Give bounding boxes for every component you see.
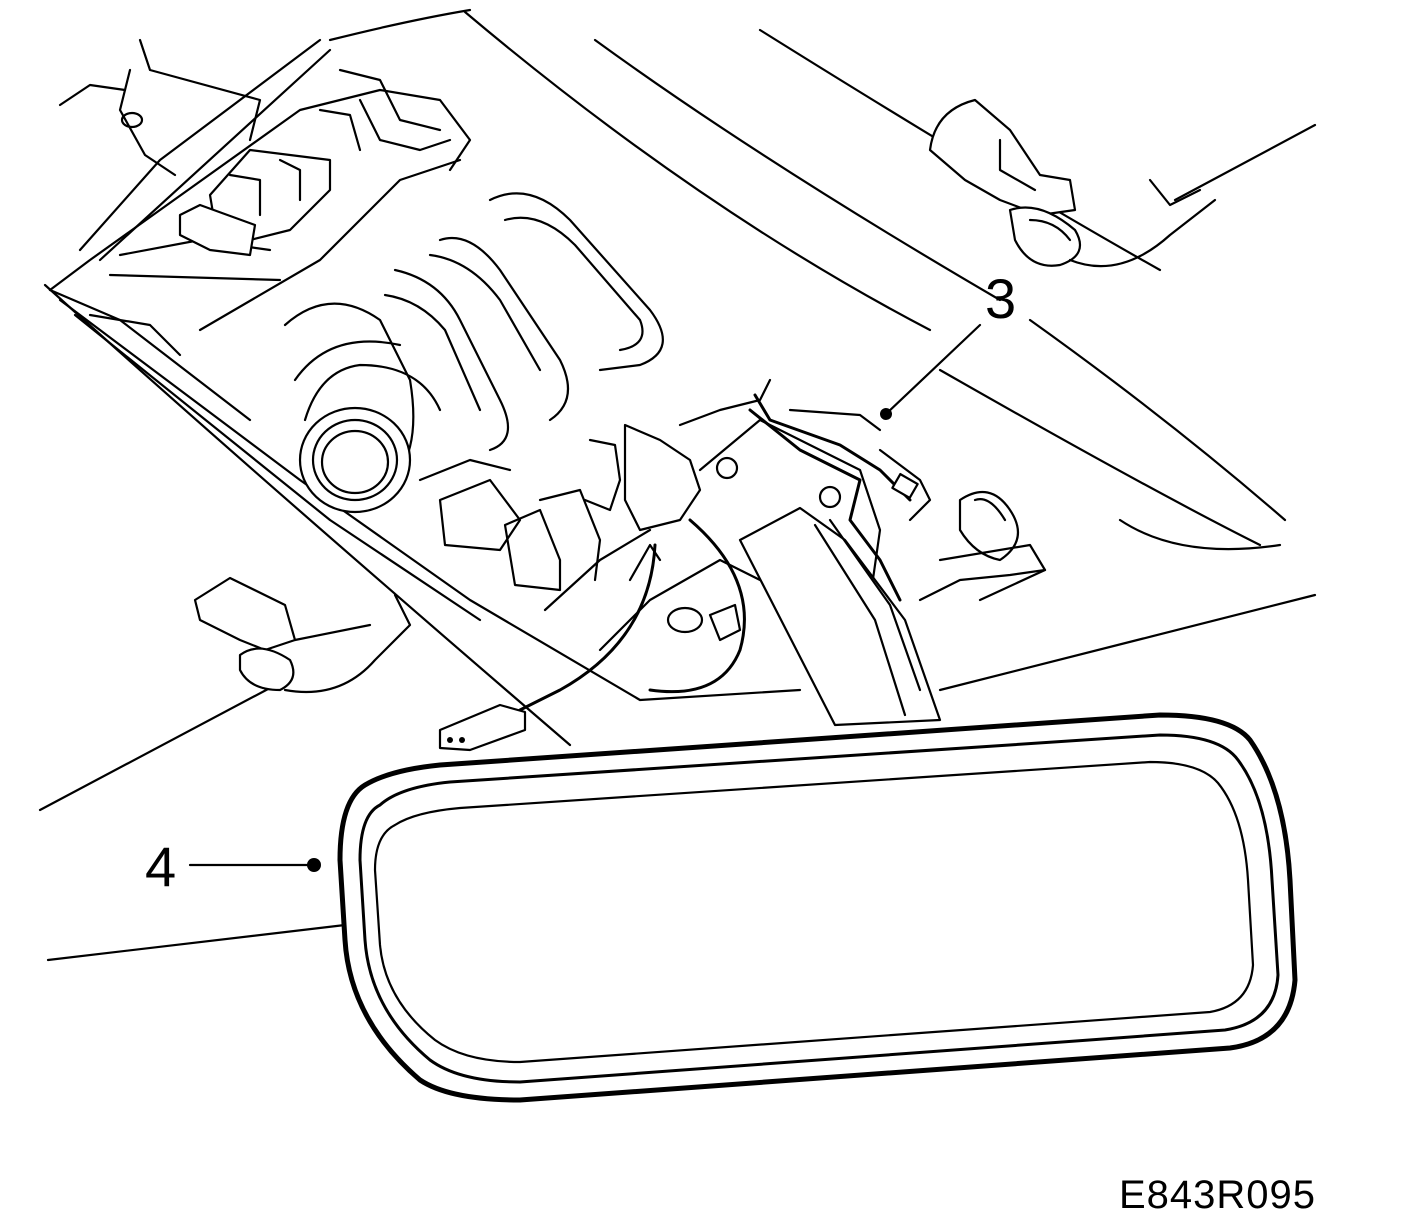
callout-3: 3 — [880, 267, 1016, 420]
callout-3-dot — [880, 408, 892, 420]
left-clip — [193, 576, 412, 694]
overhead-console-housing — [48, 68, 802, 702]
mirror-mount-bracket — [438, 378, 942, 752]
figure-id: E843R095 — [1118, 1173, 1316, 1217]
callout-3-label: 3 — [985, 267, 1016, 330]
right-clip — [918, 98, 1217, 602]
callout-4-label: 4 — [145, 835, 176, 898]
roof-panel-lines — [38, 8, 1317, 962]
callout-4-dot — [307, 858, 321, 872]
callout-4: 4 — [145, 835, 321, 898]
lamp-lens-assembly — [283, 192, 664, 514]
rear-view-mirror — [337, 712, 1298, 1103]
